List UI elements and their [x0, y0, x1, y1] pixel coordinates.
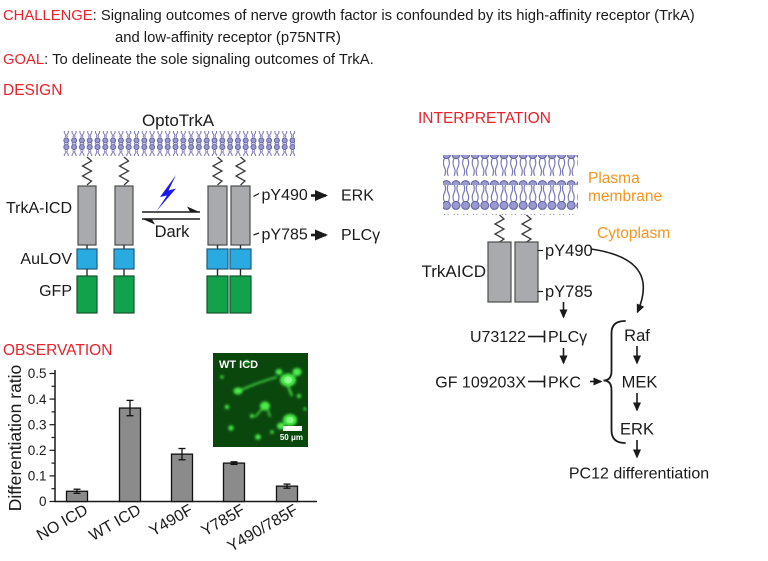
mek-label: MEK: [622, 374, 658, 392]
gf109203x-label: GF 109203X: [435, 375, 526, 392]
design-output-py490: pY490 ERK: [253, 187, 374, 205]
interpretation-section-label: INTERPRETATION: [418, 110, 551, 127]
plcg-target-label: PLCγ: [341, 227, 380, 244]
y-tick-label: 0.3: [28, 417, 47, 432]
design-membrane-icon: [63, 131, 295, 156]
x-category-label: Y490F: [147, 502, 197, 540]
erk-target-label: ERK: [341, 188, 374, 205]
plasma-membrane-label-2: membrane: [588, 188, 662, 205]
curly-brace-icon: [603, 320, 626, 444]
inhibitor-u73122: U73122: [470, 329, 546, 346]
cell-blobs: [220, 360, 307, 440]
inhibitor-gf109203x: GF 109203X: [435, 375, 546, 392]
plasma-membrane-icon: [443, 155, 578, 215]
outcome-label: PC12 differentiation: [569, 466, 709, 483]
y-tick-label: 0: [39, 494, 47, 509]
inset-background: [213, 353, 308, 447]
challenge-line2: and low-affinity receptor (p75NTR): [115, 30, 341, 46]
py490-site-label: pY490: [262, 187, 308, 204]
spring-linker-icon: [81, 156, 93, 186]
bar-2: [170, 453, 194, 503]
py785-site-label: pY785: [262, 227, 308, 244]
gfp-label: GFP: [39, 283, 72, 300]
spring-linker-icon: [493, 214, 506, 243]
goal-line: GOAL: To delineate the sole signaling ou…: [3, 49, 695, 71]
interpretation-diagram: Plasma membrane Cytoplasm TrkAICD pY490 …: [421, 155, 709, 483]
trkaicd-label: TrkAICD: [421, 262, 486, 281]
scale-bar-label: 50 μm: [280, 433, 303, 442]
design-section-label: DESIGN: [3, 82, 62, 99]
trka-icd-label: TrkA-ICD: [6, 200, 72, 217]
plasma-membrane-label-1: Plasma: [588, 170, 640, 187]
spring-linker-icon: [520, 214, 533, 243]
x-category-label: WT ICD: [86, 502, 144, 545]
y-tick-label: 0.2: [28, 443, 47, 458]
cytoplasm-label: Cytoplasm: [597, 225, 670, 242]
bar-1: [118, 407, 142, 503]
inset-condition-label: WT ICD: [219, 359, 258, 371]
y-tick-label: 0.5: [28, 366, 47, 381]
design-output-py785: pY785 PLCγ: [253, 227, 380, 244]
fluorescence-inset: WT ICD 50 μm: [213, 353, 308, 447]
y-tick-label: 0.1: [28, 469, 47, 484]
trkaicd-dimer: [487, 241, 539, 303]
challenge-label: CHALLENGE: [3, 8, 93, 24]
raf-label: Raf: [624, 327, 650, 345]
spring-linker-icon: [118, 156, 130, 186]
dark-label: Dark: [155, 223, 191, 241]
plcg-label: PLCγ: [548, 329, 587, 346]
challenge-line: CHALLENGE: Signaling outcomes of nerve g…: [3, 5, 695, 27]
spring-linker-icon: [234, 156, 247, 186]
receptor-dimer: [206, 185, 252, 314]
y-axis-label: Differentiation ratio: [5, 365, 25, 512]
design-title: OptoTrkA: [142, 111, 215, 130]
py490-label: pY490: [545, 242, 593, 260]
py785-label: pY785: [545, 283, 593, 301]
bright-core: [284, 376, 292, 384]
bright-core: [286, 417, 294, 423]
lightning-bolt-icon: [156, 175, 176, 211]
equilibrium-arrows-icon: [141, 206, 201, 225]
goal-text: : To delineate the sole signaling outcom…: [44, 52, 374, 68]
scale-bar: [283, 426, 302, 431]
receptor: [76, 185, 98, 314]
y-tick-label: 0.4: [28, 392, 47, 407]
bar-3: [222, 462, 246, 503]
receptor: [113, 185, 135, 314]
observation-section-label: OBSERVATION: [3, 342, 112, 359]
goal-label: GOAL: [3, 52, 45, 68]
pkc-label: PKC: [548, 375, 581, 392]
erk-label: ERK: [620, 421, 654, 439]
arrow-py490-to-raf: [590, 248, 645, 314]
header-block: CHALLENGE: Signaling outcomes of nerve g…: [3, 5, 695, 71]
u73122-label: U73122: [470, 329, 526, 346]
challenge-text: : Signaling outcomes of nerve growth fac…: [92, 8, 695, 24]
spring-linker-icon: [211, 156, 224, 186]
design-diagram: OptoTrkA: [6, 111, 380, 314]
aulov-label: AuLOV: [20, 251, 72, 268]
